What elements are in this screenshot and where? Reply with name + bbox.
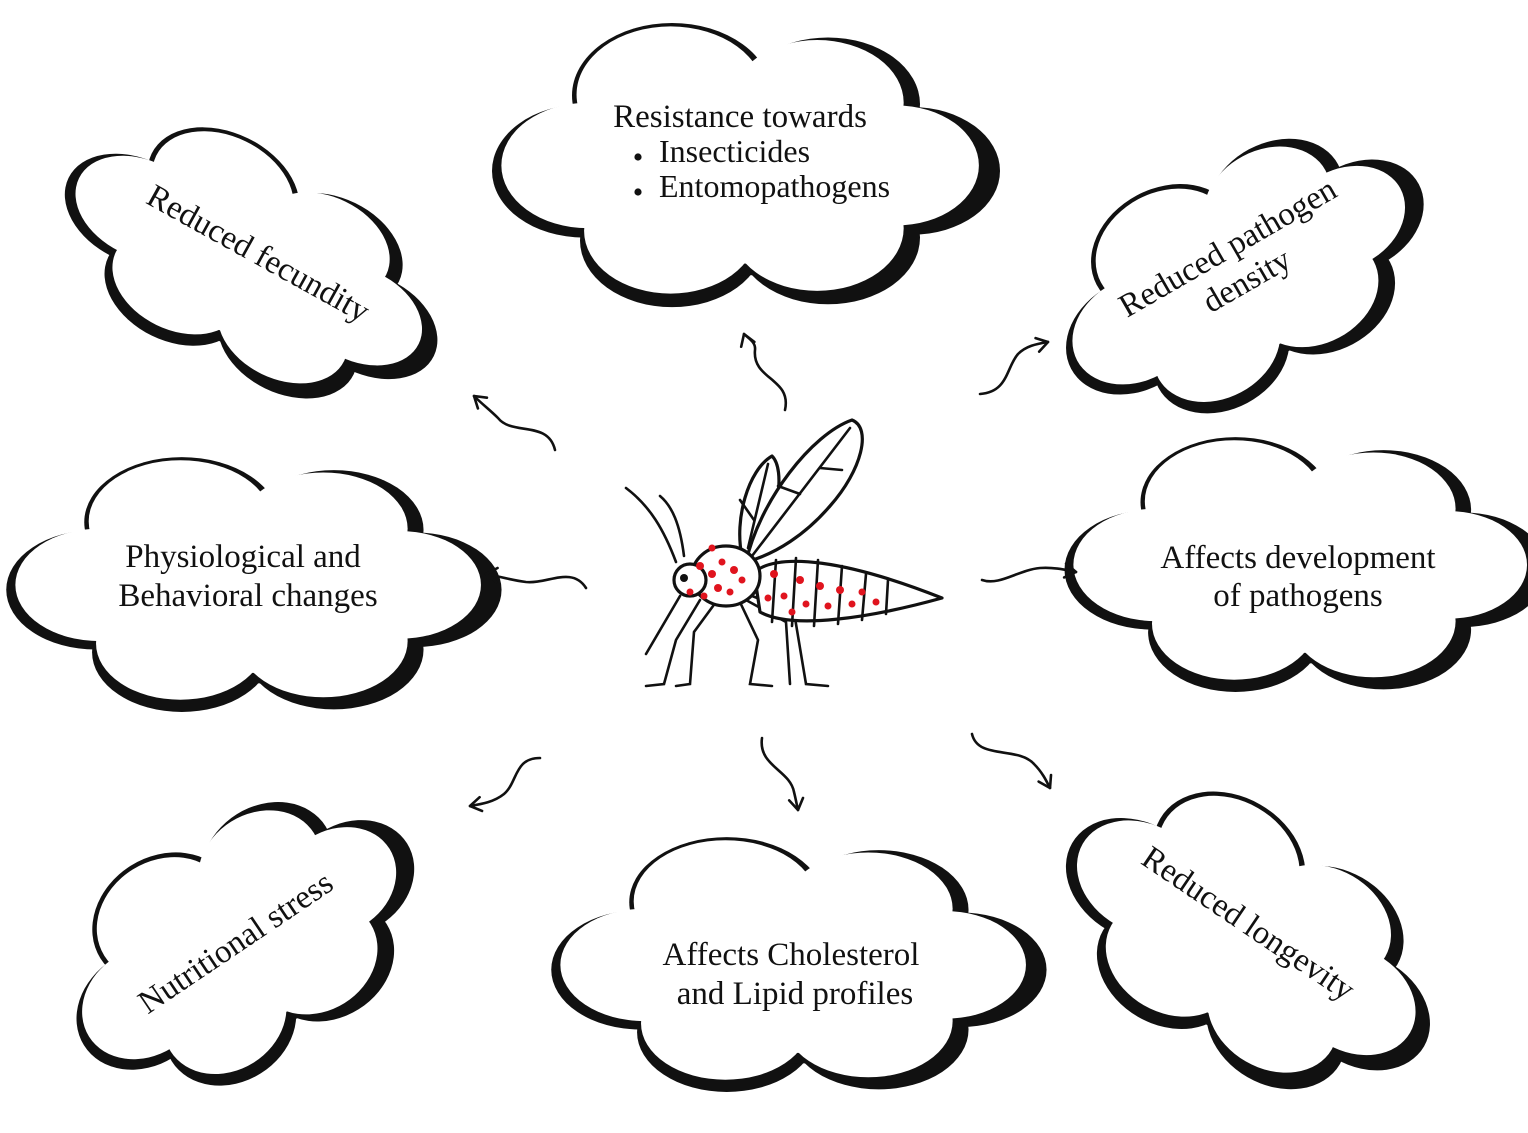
arrow-to-cholesterol — [762, 738, 805, 811]
arrow-to-nutritional — [469, 758, 540, 813]
mosquito-icon — [626, 420, 942, 686]
arrow-to-fecundity — [470, 391, 555, 450]
arrow-to-pathogen-density — [980, 335, 1050, 394]
bullet-dot — [634, 153, 641, 160]
development-line-1: Affects development — [1160, 540, 1435, 576]
physiological-line-2: Behavioral changes — [118, 578, 377, 614]
resistance-title: Resistance towards — [613, 99, 867, 135]
cholesterol-line-2: and Lipid profiles — [677, 976, 913, 1012]
resistance-item-entomopathogens: Entomopathogens — [659, 168, 890, 204]
arrow-to-resistance — [737, 332, 785, 410]
bullet-dot — [634, 188, 641, 195]
arrow-to-longevity — [972, 734, 1056, 791]
physiological-line-1: Physiological and — [125, 539, 361, 575]
development-line-2: of pathogens — [1213, 578, 1383, 614]
resistance-item-insecticides: Insecticides — [659, 133, 810, 169]
arrow-to-development — [982, 564, 1077, 582]
cholesterol-line-1: Affects Cholesterol — [663, 937, 920, 973]
